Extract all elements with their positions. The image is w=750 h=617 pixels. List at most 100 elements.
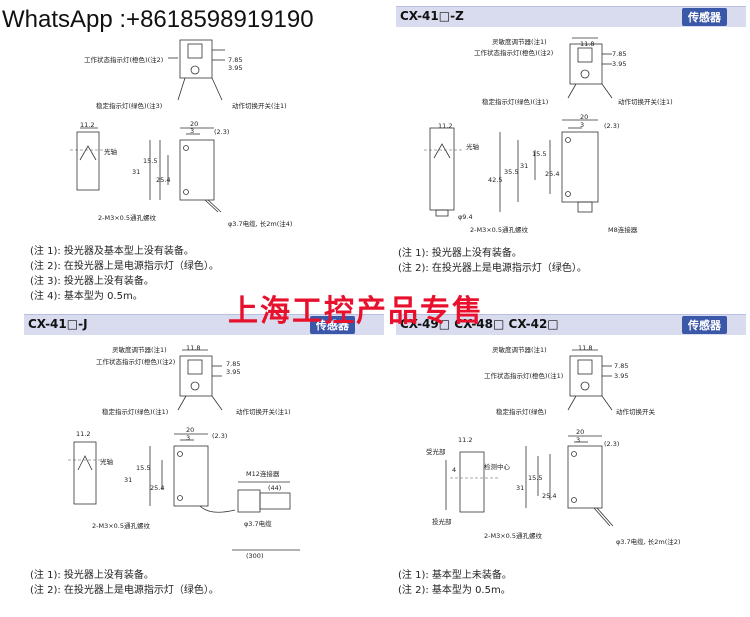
callout-status-indicator-j: 工作状态指示灯(橙色)(注2) [96, 358, 176, 366]
label-emitter: 投光部 [432, 518, 452, 526]
dim-4: 4 [452, 466, 457, 474]
badge-sensor-bottom-left: 传感器 [310, 316, 355, 334]
dim-11-8-j: 11.8 [186, 344, 201, 352]
dim-15-5-z: 15.5 [532, 150, 547, 158]
badge-sensor-bottom-right: 传感器 [682, 316, 727, 334]
dim-11-2: 11.2 [80, 121, 95, 129]
callout-stable-indicator-42: 稳定指示灯(绿色) [496, 408, 547, 416]
label-detect-center: 检测中心 [484, 463, 510, 471]
dim-20: 20 [190, 120, 199, 128]
label-m3-thread-42: 2-M3×0.5通孔螺纹 [484, 532, 543, 540]
dim-300: (300) [246, 552, 264, 560]
dim-3-95-z: 3.95 [612, 60, 627, 68]
dim-25-4-j: 25.4 [150, 484, 165, 492]
dim-3-42: 3 [576, 436, 581, 444]
callout-mode-switch-j: 动作切换开关(注1) [236, 408, 291, 416]
dim-20-j: 20 [186, 426, 195, 434]
dim-3-95: 3.95 [228, 64, 243, 72]
note-top-right-2: (注 2): 在投光器上是电源指示灯（绿色）。 [398, 263, 587, 274]
callout-stable-indicator: 稳定指示灯(绿色)(注3) [96, 102, 163, 110]
dim-2-3-z: (2.3) [604, 122, 620, 130]
dim-25-4-z: 25.4 [545, 170, 560, 178]
dim-15-5: 15.5 [143, 157, 158, 165]
label-receiver: 受光部 [426, 448, 446, 456]
dim-31-z: 31 [520, 162, 529, 170]
dim-11-2-j: 11.2 [76, 430, 91, 438]
dim-11-2-z: 11.2 [438, 122, 453, 130]
note-bottom-left-2: (注 2): 在投光器上是电源指示灯（绿色）。 [30, 585, 219, 596]
dim-31-42: 31 [516, 484, 525, 492]
dim-3-95-42: 3.95 [614, 372, 629, 380]
drawing-bottom-right [445, 349, 614, 527]
dim-20-42: 20 [576, 428, 585, 436]
header-bar-bottom-left [24, 314, 384, 335]
dim-2-3: (2.3) [214, 128, 230, 136]
dim-7-85-z: 7.85 [612, 50, 627, 58]
callout-mode-switch-42: 动作切换开关 [616, 408, 655, 416]
dim-42-5-z: 42.5 [488, 176, 503, 184]
callout-mode-switch-z: 动作切换开关(注1) [618, 98, 673, 106]
header-bar-bottom-right [396, 314, 746, 335]
badge-sensor-top-right: 传感器 [682, 8, 727, 26]
note-top-right-1: (注 1): 投光器上没有装备。 [398, 248, 522, 259]
dim-35-5-z: 35.5 [504, 168, 519, 176]
dim-3-z: 3 [580, 121, 585, 129]
callout-sensitivity-adjuster: 灵敏度调节器(注1) [492, 38, 547, 46]
note-bottom-right-1: (注 1): 基本型上未装备。 [398, 570, 512, 581]
label-m3-thread-j: 2-M3×0.5通孔螺纹 [92, 522, 151, 530]
dim-7-85: 7.85 [228, 56, 243, 64]
drawing-bottom-left [68, 349, 300, 551]
whatsapp-watermark: WhatsApp :+8618598919190 [2, 6, 314, 33]
shop-watermark: 上海工控产品专售 [228, 294, 484, 329]
title-cx49-48-42: CX-49□ CX-48□ CX-42□ [400, 317, 559, 331]
title-cx41-j: CX-41□-J [28, 317, 88, 331]
dim-7-85-j: 7.85 [226, 360, 241, 368]
dim-15-5-j: 15.5 [136, 464, 151, 472]
callout-stable-indicator-j: 稳定指示灯(绿色)(注1) [102, 408, 169, 416]
dim-2-3-j: (2.3) [212, 432, 228, 440]
drawing-top-right [424, 37, 613, 217]
note-top-left-1: (注 1): 投光器及基本型上没有装备。 [30, 246, 194, 257]
callout-sensitivity-adjuster-j: 灵敏度调节器(注1) [112, 346, 167, 354]
dim-9-4-z: φ9.4 [458, 213, 473, 221]
label-m12-connector: M12连接器 [246, 470, 280, 478]
note-top-left-4: (注 4): 基本型为 0.5m。 [30, 291, 143, 302]
label-m8-connector: M8连接器 [608, 226, 638, 234]
title-cx41-z: CX-41□-Z [400, 9, 464, 23]
callout-stable-indicator-z: 稳定指示灯(绿色)(注1) [482, 98, 549, 106]
dim-44: (44) [268, 484, 282, 492]
dim-20-z: 20 [580, 113, 589, 121]
label-optical-axis-j: 光轴 [100, 458, 113, 466]
dim-3-95-j: 3.95 [226, 368, 241, 376]
label-cable: φ3.7电缆, 长2m(注4) [228, 220, 293, 228]
callout-status-indicator-42: 工作状态指示灯(橙色)(注1) [484, 372, 564, 380]
dim-7-85-42: 7.85 [614, 362, 629, 370]
callout-mode-switch: 动作切换开关(注1) [232, 102, 287, 110]
dim-25-4-42: 25.4 [542, 492, 557, 500]
dim-31-j: 31 [124, 476, 133, 484]
dim-25-4: 25.4 [156, 176, 171, 184]
dim-3: 3 [190, 127, 195, 135]
label-m3-thread: 2-M3×0.5通孔螺纹 [98, 214, 157, 222]
label-optical-axis: 光轴 [104, 148, 117, 156]
dim-15-5-42: 15.5 [528, 474, 543, 482]
callout-sensitivity-adjuster-42: 灵敏度调节器(注1) [492, 346, 547, 354]
dim-31: 31 [132, 168, 141, 176]
dim-2-3-42: (2.3) [604, 440, 620, 448]
dim-11-8-z: 11.8 [580, 40, 595, 48]
note-top-left-2: (注 2): 在投光器上是电源指示灯（绿色）。 [30, 261, 219, 272]
callout-status-indicator: 工作状态指示灯(橙色)(注2) [84, 56, 164, 64]
note-bottom-left-1: (注 1): 投光器上没有装备。 [30, 570, 154, 581]
callout-status-indicator-z: 工作状态指示灯(橙色)(注2) [474, 49, 554, 57]
drawing-top-left [70, 39, 225, 213]
label-cable-j: φ3.7电缆 [244, 520, 272, 528]
label-cable-42: φ3.7电缆, 长2m(注2) [616, 538, 681, 546]
dim-3-j: 3 [186, 434, 191, 442]
label-optical-axis-z: 光轴 [466, 143, 479, 151]
note-top-left-3: (注 3): 投光器上没有装备。 [30, 276, 154, 287]
label-m3-thread-z: 2-M3×0.5通孔螺纹 [470, 226, 529, 234]
dim-11-2-42: 11.2 [458, 436, 473, 444]
header-bar-top-right [396, 6, 746, 27]
dim-11-8-42: 11.8 [578, 344, 593, 352]
note-bottom-right-2: (注 2): 基本型为 0.5m。 [398, 585, 511, 596]
